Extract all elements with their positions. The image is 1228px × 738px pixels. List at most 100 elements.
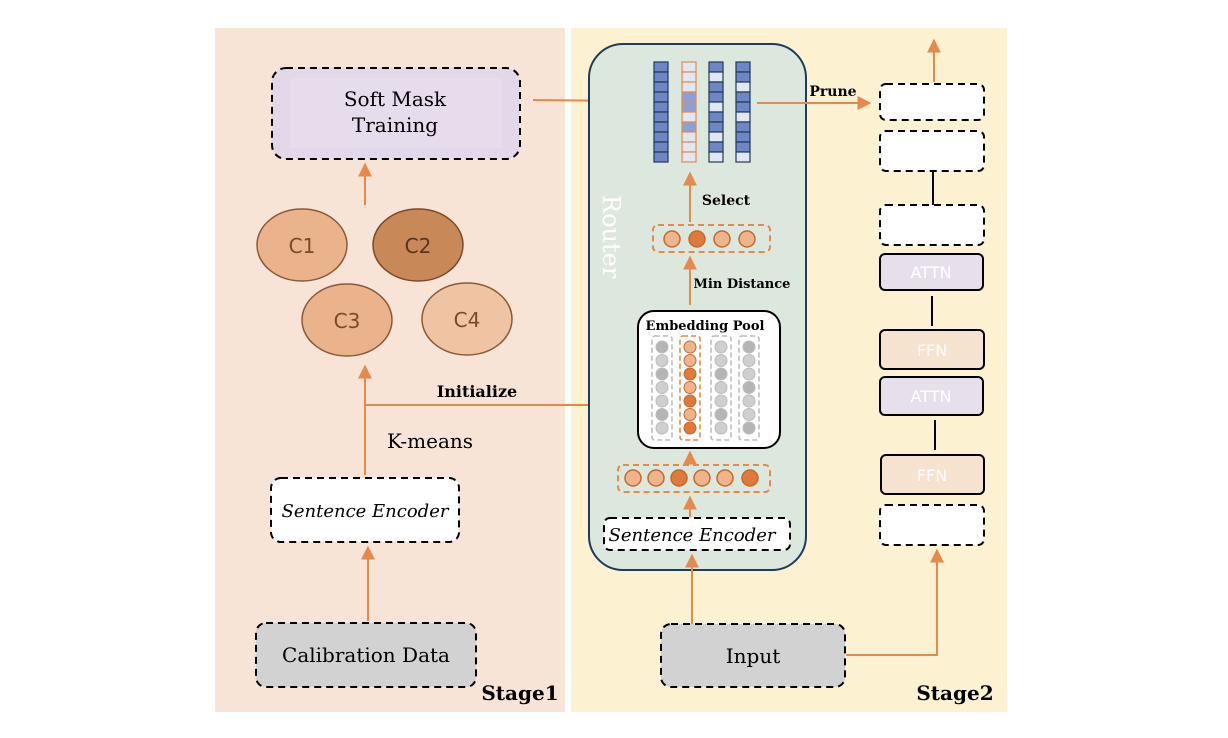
mask-cell: [681, 141, 697, 153]
cluster-c1-label: C1: [289, 234, 316, 258]
pool-column: [651, 335, 673, 441]
attn-block-1: ATTN: [879, 253, 984, 291]
soft-mask-training-box: Soft Mask Training: [271, 67, 521, 160]
pool-embedding-dot: [683, 408, 697, 421]
mask-cell: [653, 91, 669, 103]
pruned-layer-2: [879, 130, 985, 172]
mask-cell: [708, 71, 724, 83]
stage2-label: Stage2: [916, 681, 993, 705]
mask-cell: [681, 151, 697, 163]
pool-embedding-dot: [655, 421, 669, 435]
mask-cell: [708, 131, 724, 143]
pool-embedding-dot: [683, 394, 697, 408]
mask-cell: [735, 91, 751, 103]
pool-column: [738, 335, 760, 441]
pool-embedding-dot: [714, 381, 728, 394]
mask-column: [681, 61, 697, 163]
pool-embedding-dot: [655, 381, 669, 394]
input-label: Input: [726, 644, 781, 668]
mask-cell: [735, 81, 751, 93]
pool-embedding-dot: [714, 367, 728, 381]
pool-embedding-dot: [742, 421, 756, 435]
mask-column: [708, 61, 724, 163]
initialize-label: Initialize: [437, 382, 517, 401]
mask-cell: [653, 121, 669, 133]
cluster-c1: C1: [256, 208, 348, 282]
pool-embedding-dot: [742, 354, 756, 367]
mask-cell: [708, 111, 724, 123]
calibration-data-box: Calibration Data: [255, 622, 477, 688]
min-distance-label: Min Distance: [694, 277, 791, 292]
pruned-layer-4: [879, 504, 985, 546]
mask-cell: [653, 111, 669, 123]
ffn-block-2: FFN: [880, 454, 985, 495]
stage1-label: Stage1: [481, 681, 558, 705]
mask-column: [735, 61, 751, 163]
cluster-c4: C4: [421, 282, 513, 356]
mask-cell: [681, 61, 697, 73]
cluster-c3-label: C3: [334, 309, 361, 333]
ffn-block-1: FFN: [879, 329, 985, 370]
mask-cell: [681, 81, 697, 93]
pool-embedding-dot: [683, 340, 697, 354]
sentence-encoder-stage1: Sentence Encoder: [270, 477, 460, 543]
ffn-block-2-label: FFN: [917, 466, 947, 485]
mask-cell: [681, 91, 697, 103]
kmeans-label: K-means: [387, 429, 473, 453]
mask-cell: [653, 141, 669, 153]
pool-embedding-dot: [714, 408, 728, 421]
mask-cell: [653, 101, 669, 113]
pool-embedding-dot: [714, 394, 728, 408]
mask-cell: [708, 81, 724, 93]
pool-embedding-dot: [683, 367, 697, 381]
pool-embedding-dot: [742, 381, 756, 394]
mask-column: [653, 61, 669, 163]
ffn-block-1-label: FFN: [917, 341, 947, 360]
pool-embedding-dot: [742, 340, 756, 354]
selected-embedding-row: [652, 224, 771, 253]
pool-embedding-dot: [742, 394, 756, 408]
router-label: Router: [597, 195, 625, 279]
mask-cell: [653, 61, 669, 73]
attn-block-2-label: ATTN: [911, 387, 952, 406]
soft-mask-label-1: Soft Mask: [344, 87, 447, 111]
select-label: Select: [702, 193, 751, 209]
pool-column: [710, 335, 732, 441]
mask-cell: [735, 71, 751, 83]
input-embedding-row: [617, 464, 771, 493]
mask-cell: [735, 141, 751, 153]
pool-embedding-dot: [742, 408, 756, 421]
mask-cell: [735, 111, 751, 123]
pool-embedding-dot: [655, 367, 669, 381]
pool-embedding-dot: [714, 340, 728, 354]
prune-label: Prune: [809, 84, 856, 100]
pool-embedding-dot: [714, 421, 728, 435]
pool-embedding-dot: [655, 340, 669, 354]
mask-cell: [653, 151, 669, 163]
cluster-c2: C2: [372, 208, 464, 282]
attn-block-2: ATTN: [879, 376, 984, 416]
mask-cell: [653, 131, 669, 143]
mask-cell: [681, 131, 697, 143]
cluster-c2-label: C2: [405, 234, 432, 258]
sentence-encoder-router-label: Sentence Encoder: [609, 525, 777, 546]
cluster-c4-label: C4: [454, 308, 481, 332]
mask-cell: [653, 81, 669, 93]
mask-cell: [735, 101, 751, 113]
mask-cell: [735, 131, 751, 143]
pool-embedding-dot: [683, 354, 697, 367]
mask-cell: [735, 151, 751, 163]
mask-columns: [653, 61, 751, 163]
pool-embedding-dot: [655, 394, 669, 408]
mask-cell: [708, 141, 724, 153]
mask-cell: [708, 121, 724, 133]
soft-mask-label-2: Training: [352, 113, 438, 137]
mask-cell: [708, 151, 724, 163]
mask-cell: [708, 101, 724, 113]
mask-cell: [681, 101, 697, 113]
cluster-c3: C3: [301, 283, 393, 357]
embedding-pool: Embedding Pool: [637, 310, 781, 449]
calibration-data-label: Calibration Data: [282, 643, 450, 667]
mask-cell: [708, 61, 724, 73]
pool-embedding-dot: [655, 354, 669, 367]
